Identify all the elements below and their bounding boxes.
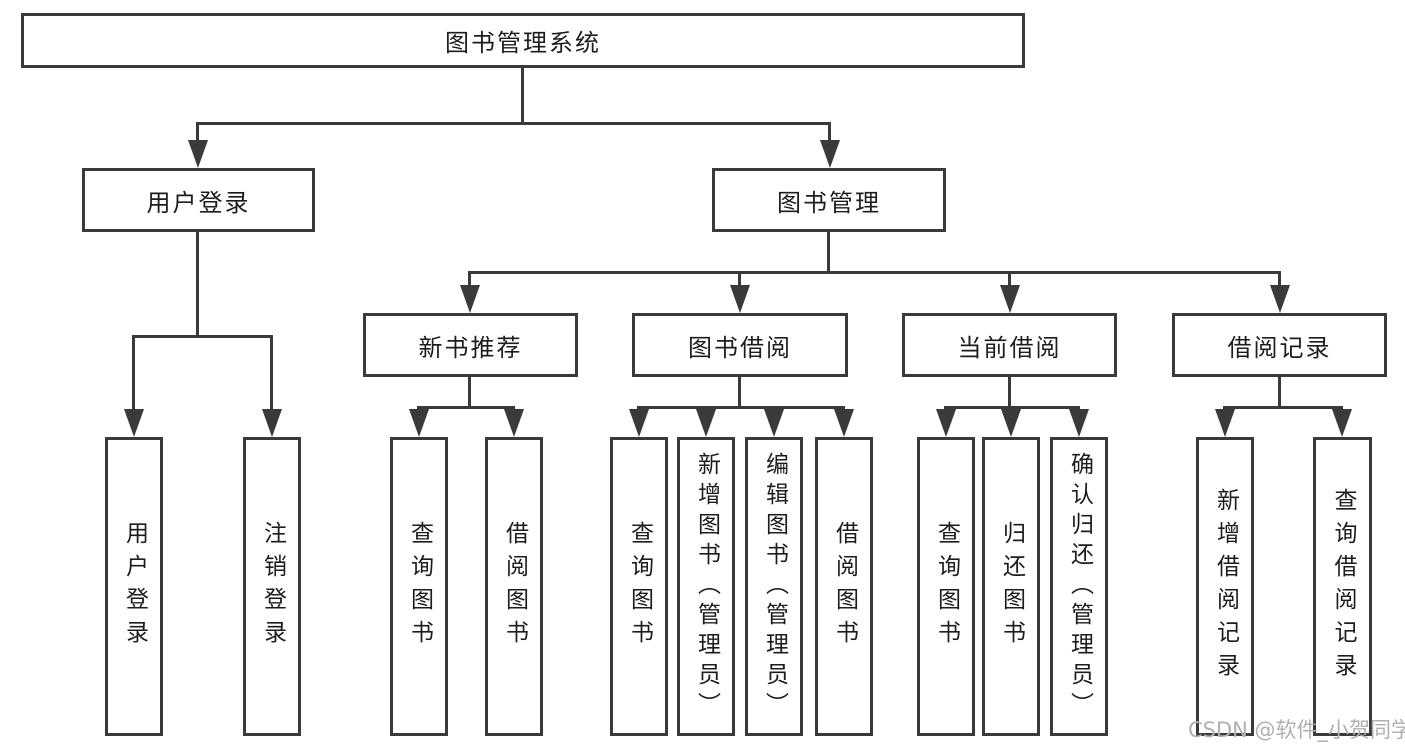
connector-line xyxy=(196,232,199,337)
arrow-down-icon xyxy=(1215,409,1235,437)
connector-line xyxy=(1278,271,1281,291)
arrow-down-icon xyxy=(1069,409,1089,437)
leaf-return-books: 归还图书 xyxy=(982,437,1040,736)
arrow-down-icon xyxy=(188,140,208,168)
connector-bar xyxy=(132,335,273,338)
node-user-login: 用户登录 xyxy=(82,168,315,232)
arrow-down-icon xyxy=(1332,409,1352,437)
connector-line xyxy=(827,232,830,273)
arrow-down-icon xyxy=(834,409,854,437)
connector-bar xyxy=(468,271,1281,274)
watermark: CSDN @软件_小贺同学 xyxy=(1188,718,1405,742)
connector-bar xyxy=(1223,406,1343,409)
arrow-down-icon xyxy=(460,285,480,313)
leaf-logout: 注销登录 xyxy=(243,437,301,736)
connector-line xyxy=(738,271,741,291)
leaf-confirm-return-admin: 确认归还（管理员） xyxy=(1050,437,1108,736)
arrow-down-icon xyxy=(262,409,282,437)
connector-line xyxy=(1278,377,1281,408)
connector-bar xyxy=(944,406,1080,409)
leaf-query-books-recommend: 查询图书 xyxy=(390,437,448,736)
connector-bar xyxy=(196,122,831,125)
leaf-query-books-borrow: 查询图书 xyxy=(610,437,668,736)
leaf-user-login: 用户登录 xyxy=(105,437,163,736)
connector-line xyxy=(196,122,199,148)
leaf-borrow-books: 借阅图书 xyxy=(815,437,873,736)
leaf-query-borrow-record: 查询借阅记录 xyxy=(1313,437,1372,736)
leaf-query-books-current: 查询图书 xyxy=(917,437,975,736)
arrow-down-icon xyxy=(1270,285,1290,313)
leaf-add-borrow-record: 新增借阅记录 xyxy=(1196,437,1254,736)
connector-line xyxy=(738,377,741,408)
leaf-add-books-admin: 新增图书（管理员） xyxy=(677,437,735,736)
connector-line xyxy=(270,335,273,415)
connector-line xyxy=(468,377,471,408)
connector-bar xyxy=(637,406,845,409)
arrow-down-icon xyxy=(629,409,649,437)
node-current-borrow: 当前借阅 xyxy=(902,313,1117,377)
leaf-borrow-books-recommend: 借阅图书 xyxy=(485,437,543,736)
connector-line xyxy=(521,68,524,124)
arrow-down-icon xyxy=(1001,409,1021,437)
connector-line xyxy=(132,335,135,415)
arrow-down-icon xyxy=(730,285,750,313)
arrow-down-icon xyxy=(764,409,784,437)
node-borrow-records: 借阅记录 xyxy=(1172,313,1387,377)
connector-line xyxy=(828,122,831,148)
node-root: 图书管理系统 xyxy=(21,13,1025,68)
connector-line xyxy=(1008,377,1011,408)
node-new-book-recommend: 新书推荐 xyxy=(363,313,578,377)
arrow-down-icon xyxy=(1000,285,1020,313)
arrow-down-icon xyxy=(936,409,956,437)
leaf-edit-books-admin: 编辑图书（管理员） xyxy=(745,437,803,736)
connector-line xyxy=(468,271,471,291)
node-book-management: 图书管理 xyxy=(712,168,946,232)
node-book-borrow: 图书借阅 xyxy=(632,313,848,377)
arrow-down-icon xyxy=(409,409,429,437)
arrow-down-icon xyxy=(820,140,840,168)
arrow-down-icon xyxy=(504,409,524,437)
arrow-down-icon xyxy=(696,409,716,437)
connector-line xyxy=(1008,271,1011,291)
connector-bar xyxy=(417,406,515,409)
arrow-down-icon xyxy=(124,409,144,437)
